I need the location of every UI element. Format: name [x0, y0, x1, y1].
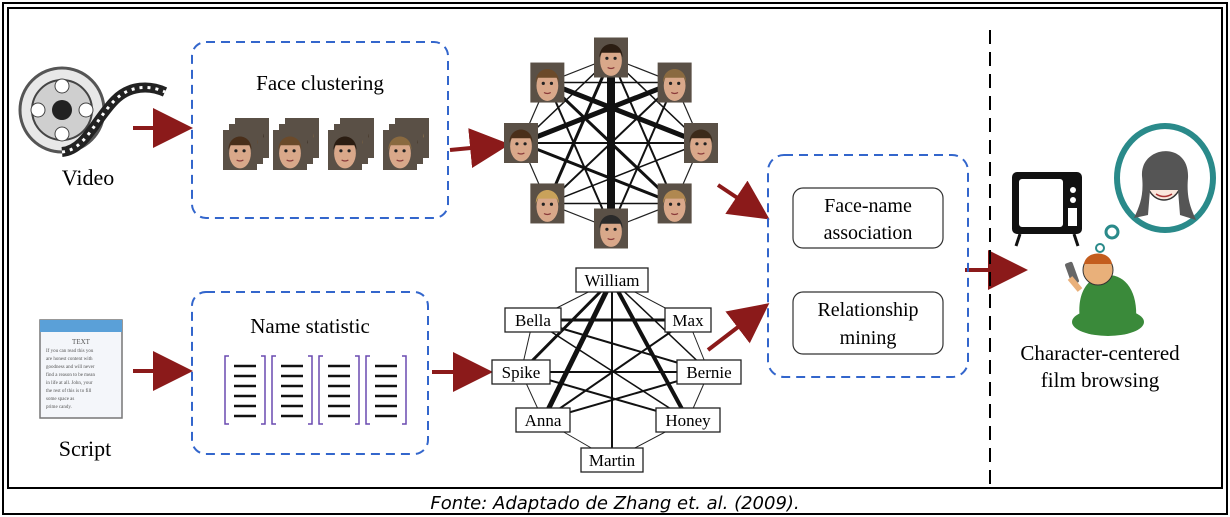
name-node-label: Honey	[665, 411, 711, 430]
name-statistic-lists	[224, 355, 407, 425]
name-node-label: Spike	[502, 363, 541, 382]
name-node-label: William	[584, 271, 639, 290]
name-graph-edge	[611, 279, 710, 373]
arrow-namegraph-to-association	[706, 303, 770, 352]
name-graph-edge	[540, 278, 615, 422]
name-node-label: Anna	[525, 411, 562, 430]
figure-caption: Fonte: Adaptado de Zhang et. al. (2009).	[430, 493, 799, 514]
face-graph-edge	[520, 141, 676, 205]
name-node-label: Max	[672, 311, 704, 330]
arrow-clustering-to-facegraph	[449, 128, 510, 168]
name-node-bella: Bella	[504, 307, 562, 333]
name-list-icon	[224, 355, 266, 425]
script-text-line: If you can read this you	[46, 349, 94, 354]
script-text-line: TEXT	[72, 338, 91, 346]
script-document-icon: TEXT If you can read this you are honest c…	[39, 319, 123, 419]
face-clustering-box	[191, 41, 449, 219]
face-thumbnail	[657, 62, 692, 103]
face-thumbnail	[594, 208, 628, 249]
face-name-association-box	[792, 187, 944, 249]
name-list-icon	[271, 355, 313, 425]
face-graph-edge	[547, 142, 702, 205]
face-name-line2: association	[824, 222, 913, 244]
name-node-anna: Anna	[515, 407, 571, 433]
face-thumbnail	[530, 62, 565, 103]
face-clustering-title: Face clustering	[256, 71, 384, 95]
script-text-line: find a reason to be mean	[46, 373, 96, 378]
face-graph-edge	[546, 81, 676, 205]
name-node-bernie: Bernie	[676, 359, 742, 385]
script-text-line: goodness and will never	[46, 365, 95, 370]
name-node-william: William	[575, 267, 649, 293]
script-text-line: the rest of this is to fill	[46, 389, 92, 394]
relationship-line1: Relationship	[817, 299, 918, 321]
face-thumbnail	[223, 130, 257, 170]
name-node-max: Max	[664, 307, 712, 333]
film-reel-icon	[18, 66, 168, 157]
name-node-honey: Honey	[655, 407, 721, 433]
name-list-icon	[318, 355, 360, 425]
name-node-martin: Martin	[580, 447, 644, 473]
name-node-label: Martin	[589, 451, 636, 470]
name-graph-edge	[542, 319, 689, 421]
face-thumbnail	[657, 183, 692, 224]
output-label-line1: Character-centered	[1020, 341, 1180, 365]
name-graph-edge	[610, 279, 690, 421]
name-graph-edge	[519, 278, 614, 374]
face-thumbnail	[530, 183, 565, 224]
thought-bubble-icon	[1095, 123, 1216, 253]
output-label-line2: film browsing	[1041, 368, 1160, 392]
name-statistic-box	[191, 291, 429, 455]
name-graph-edge	[532, 319, 689, 421]
face-thumbnail	[383, 130, 417, 170]
association-box	[767, 154, 969, 378]
name-node-label: Bernie	[686, 363, 731, 382]
relationship-mining-box	[792, 291, 944, 355]
script-text-line: are honest content with	[46, 357, 93, 362]
face-thumbnail	[594, 37, 628, 78]
diagram-frame	[7, 7, 1223, 489]
person-watching-icon	[1065, 253, 1144, 336]
name-node-label: Bella	[515, 311, 551, 330]
face-thumbnail	[684, 123, 718, 163]
script-text-line: some space as	[46, 397, 74, 402]
script-text-line: in life at all. John, your	[46, 381, 93, 386]
tv-icon	[1012, 172, 1082, 247]
name-node-spike: Spike	[491, 359, 551, 385]
relationship-line2: mining	[840, 327, 897, 349]
face-thumbnail	[273, 130, 307, 170]
face-thumbnail	[504, 123, 538, 163]
name-list-icon	[365, 355, 407, 425]
name-statistic-title: Name statistic	[250, 314, 370, 338]
script-label: Script	[59, 436, 112, 461]
face-relationship-graph	[504, 37, 718, 249]
face-cluster-stacks	[223, 118, 429, 170]
face-name-line1: Face-name	[824, 195, 912, 217]
face-thumbnail	[328, 130, 362, 170]
video-label: Video	[62, 165, 114, 190]
script-text-line: prime candy.	[46, 405, 72, 410]
arrow-facegraph-to-association	[716, 180, 770, 220]
